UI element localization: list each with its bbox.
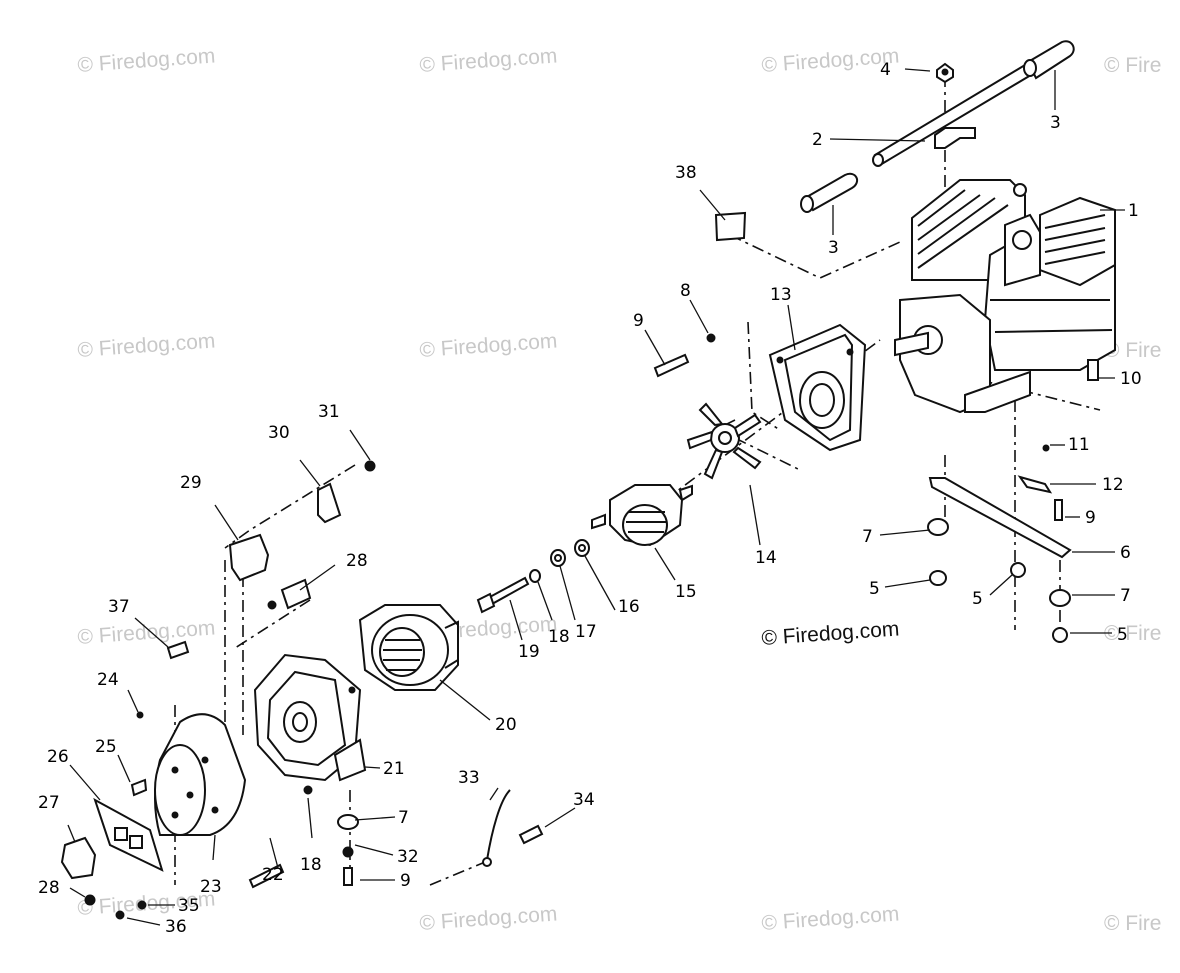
callout-28: 28 bbox=[38, 878, 60, 898]
callout-3: 3 bbox=[828, 238, 839, 258]
adapter-housing-part-13 bbox=[768, 323, 867, 452]
callout-3: 3 bbox=[1050, 113, 1061, 133]
handle-assembly bbox=[800, 40, 1075, 213]
stator-part-20 bbox=[358, 604, 459, 691]
callout-22: 22 bbox=[262, 865, 284, 885]
callout-15: 15 bbox=[675, 582, 697, 602]
callout-32: 32 bbox=[397, 847, 419, 867]
watermark: © Firedog.com bbox=[77, 616, 216, 649]
callout-21: 21 bbox=[383, 759, 405, 779]
leader-lines bbox=[67, 68, 1125, 926]
callout-7: 7 bbox=[398, 808, 409, 828]
callout-38: 38 bbox=[675, 163, 697, 183]
base-mounts bbox=[927, 359, 1099, 643]
callout-5: 5 bbox=[1117, 625, 1128, 645]
end-housing-part-21 bbox=[253, 653, 367, 782]
watermark: © Firedog.com bbox=[77, 44, 216, 77]
watermark: © Fire bbox=[1104, 622, 1161, 645]
watermark: © Firedog.com bbox=[419, 44, 558, 77]
callout-5: 5 bbox=[869, 579, 880, 599]
callout-27: 27 bbox=[38, 793, 60, 813]
rotor-hardware bbox=[476, 539, 590, 614]
watermark: © Firedog.com bbox=[77, 329, 216, 362]
callout-26: 26 bbox=[47, 747, 69, 767]
watermark: © Fire bbox=[1104, 54, 1161, 77]
watermark: © Firedog.com bbox=[419, 902, 558, 935]
callout-13: 13 bbox=[770, 285, 792, 305]
callout-18: 18 bbox=[548, 627, 570, 647]
callout-23: 23 bbox=[200, 877, 222, 897]
callout-8: 8 bbox=[680, 281, 691, 301]
engine-part-1 bbox=[894, 179, 1116, 414]
callout-9: 9 bbox=[1085, 508, 1096, 528]
callout-29: 29 bbox=[180, 473, 202, 493]
faceplate-part-26 bbox=[93, 797, 164, 872]
watermark: © Firedog.com bbox=[761, 902, 900, 935]
callout-1: 1 bbox=[1128, 201, 1139, 221]
fan-part-14 bbox=[686, 402, 762, 480]
callout-34: 34 bbox=[573, 790, 595, 810]
callout-4: 4 bbox=[880, 60, 891, 80]
callout-11: 11 bbox=[1068, 435, 1090, 455]
copyright-notice: © Firedog.com bbox=[761, 617, 900, 650]
watermark: © Fire bbox=[1104, 912, 1161, 935]
callout-6: 6 bbox=[1120, 543, 1131, 563]
rotor-part-15 bbox=[591, 484, 693, 547]
receptacle-part-27 bbox=[60, 836, 97, 880]
label-plate-part-38 bbox=[714, 211, 747, 242]
callout-33: 33 bbox=[458, 768, 480, 788]
callout-28: 28 bbox=[346, 551, 368, 571]
callout-18: 18 bbox=[300, 855, 322, 875]
callout-7: 7 bbox=[862, 527, 873, 547]
callout-25: 25 bbox=[95, 737, 117, 757]
callout-31: 31 bbox=[318, 402, 340, 422]
callout-36: 36 bbox=[165, 917, 187, 937]
control-cover-part-23 bbox=[154, 713, 247, 836]
callout-labels: 4 2 3 3 38 1 9 8 13 10 11 12 9 6 7 7 5 5… bbox=[38, 60, 1142, 937]
callout-10: 10 bbox=[1120, 369, 1142, 389]
callout-14: 14 bbox=[755, 548, 777, 568]
callout-12: 12 bbox=[1102, 475, 1124, 495]
callout-7: 7 bbox=[1120, 586, 1131, 606]
callout-5: 5 bbox=[972, 589, 983, 609]
callout-16: 16 bbox=[618, 597, 640, 617]
electrical-components bbox=[228, 460, 376, 610]
callout-30: 30 bbox=[268, 423, 290, 443]
callout-20: 20 bbox=[495, 715, 517, 735]
callout-9: 9 bbox=[400, 871, 411, 891]
callout-37: 37 bbox=[108, 597, 130, 617]
misc-hardware bbox=[84, 333, 716, 920]
callout-9: 9 bbox=[633, 311, 644, 331]
callout-24: 24 bbox=[97, 670, 119, 690]
callout-35: 35 bbox=[178, 896, 200, 916]
callout-17: 17 bbox=[575, 622, 597, 642]
callout-19: 19 bbox=[518, 642, 540, 662]
watermark: © Firedog.com bbox=[419, 329, 558, 362]
callout-2: 2 bbox=[812, 130, 823, 150]
watermark: © Fire bbox=[1104, 339, 1161, 362]
